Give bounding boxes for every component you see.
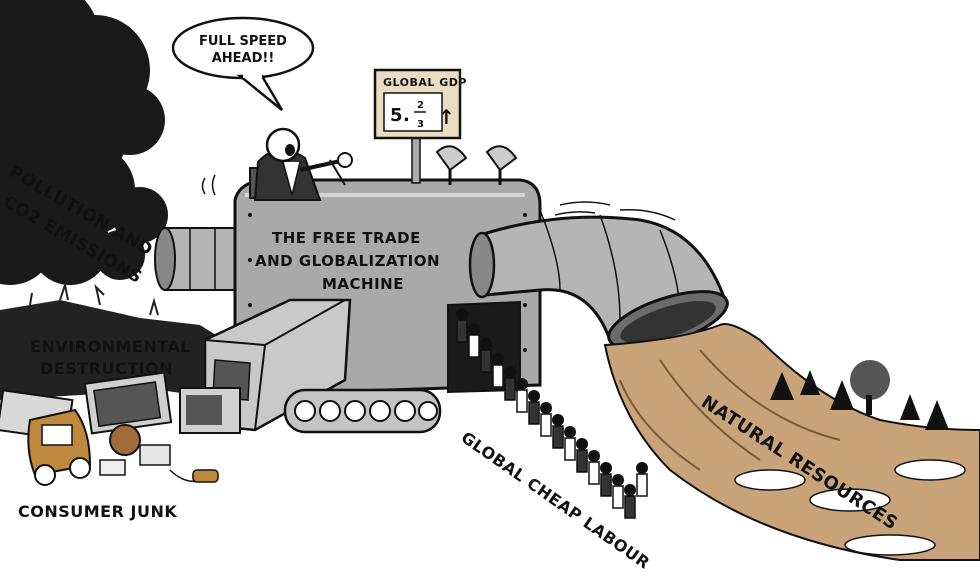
environment-label-line1: ENVIRONMENTAL — [30, 337, 191, 356]
labour-label: GLOBAL CHEAP LABOUR — [458, 428, 654, 573]
labour-figure — [624, 484, 636, 519]
intake-pipe — [468, 209, 729, 350]
gdp-sign: GLOBAL GDP 5. 2 3 ↑ — [373, 68, 467, 184]
labour-figures — [456, 308, 648, 519]
smoke-cloud — [0, 0, 168, 285]
labour-figure — [504, 366, 516, 401]
headlamps — [435, 145, 518, 185]
speech-bubble-line2: AHEAD!! — [212, 51, 275, 66]
consumer-junk — [0, 371, 241, 486]
gdp-sign-title: GLOBAL GDP — [383, 76, 467, 89]
labour-figure — [576, 438, 588, 473]
labour-figure — [456, 308, 468, 343]
labour-figure — [480, 338, 492, 373]
consumer-junk-label: CONSUMER JUNK — [18, 502, 177, 521]
natural-resources-flow: NATURAL RESOURCES — [603, 323, 980, 561]
labour-figure — [636, 462, 648, 497]
labour-figure — [588, 450, 600, 485]
environment-label: ENVIRONMENTAL DESTRUCTION — [30, 337, 191, 378]
speech-bubble-line1: FULL SPEED — [199, 34, 287, 49]
environment-label-line2: DESTRUCTION — [40, 359, 173, 378]
labour-figure — [612, 474, 624, 509]
scorched-ground — [0, 281, 240, 400]
gdp-sign-value: 5. — [390, 105, 410, 126]
labour-figure — [528, 390, 540, 425]
labour-figure — [552, 414, 564, 449]
labour-figure — [564, 426, 576, 461]
labour-figure — [600, 462, 612, 497]
forest — [770, 360, 949, 430]
exhaust-pipe — [154, 227, 246, 291]
machine-label-line3: MACHINE — [322, 275, 404, 293]
gdp-sign-fraction-den: 3 — [417, 119, 424, 130]
labour-figure — [540, 402, 552, 437]
labour-figure — [516, 378, 528, 413]
motion-lines — [201, 174, 676, 221]
operator-figure — [249, 127, 353, 201]
gdp-arrow-icon: ↑ — [438, 105, 455, 129]
speech-bubble: FULL SPEED AHEAD!! — [171, 16, 315, 111]
machine-label-line2: AND GLOBALIZATION — [255, 252, 440, 270]
labour-figure — [468, 323, 480, 358]
tank-treads — [283, 388, 442, 434]
machine-label-line1: THE FREE TRADE — [272, 229, 421, 247]
gdp-sign-fraction-num: 2 — [417, 100, 424, 111]
labour-figure — [492, 353, 504, 388]
